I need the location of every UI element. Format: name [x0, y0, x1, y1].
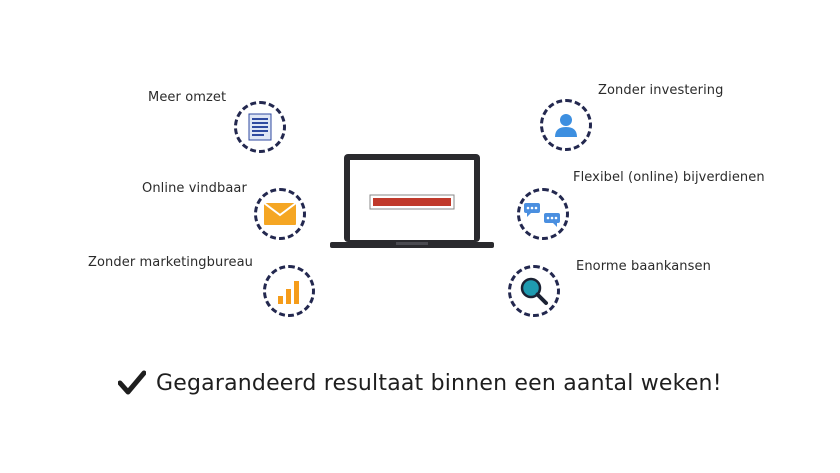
- circle-online-vindbaar: [254, 188, 306, 240]
- magnifier-icon: [520, 277, 548, 305]
- footer-text: Gegarandeerd resultaat binnen een aantal…: [156, 370, 722, 396]
- circle-meer-omzet: [234, 101, 286, 153]
- progress-fill: [373, 198, 451, 206]
- chat-bubbles-icon: [524, 203, 560, 227]
- circle-zonder-investering: [540, 99, 592, 151]
- circle-enorme-baankansen: [508, 265, 560, 317]
- label-meer-omzet: Meer omzet: [148, 90, 227, 105]
- checkmark-icon: [118, 370, 146, 395]
- person-icon: [555, 114, 577, 137]
- document-icon: [248, 113, 272, 141]
- label-enorme-baankansen: Enorme baankansen: [576, 259, 711, 274]
- label-zonder-marketingbureau: Zonder marketingbureau: [88, 255, 254, 270]
- label-online-vindbaar: Online vindbaar: [142, 181, 247, 196]
- circle-flexibel-bijverdienen: [517, 188, 569, 240]
- label-flexibel-bijverdienen: Flexibel (online) bijverdienen: [573, 170, 765, 185]
- envelope-icon: [264, 203, 296, 225]
- laptop-icon: [330, 154, 494, 248]
- circle-zonder-marketingbureau: [263, 265, 315, 317]
- bar-chart-icon: [278, 281, 299, 304]
- laptop: [330, 154, 494, 254]
- label-zonder-investering: Zonder investering: [598, 83, 724, 98]
- footer: Gegarandeerd resultaat binnen een aantal…: [118, 370, 722, 396]
